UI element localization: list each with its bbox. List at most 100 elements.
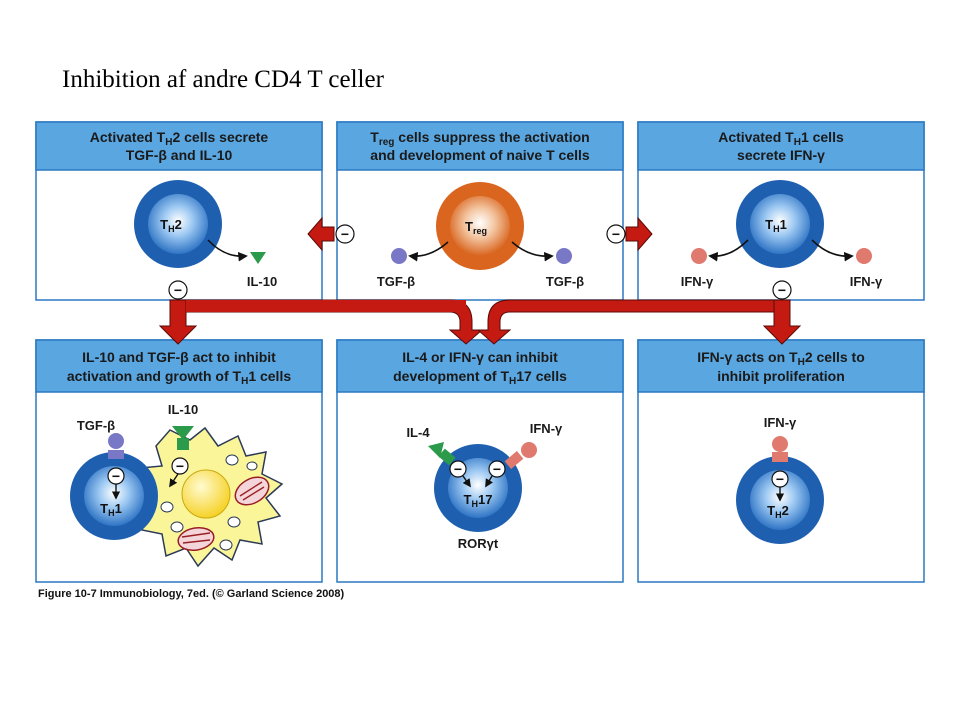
minus-sign: −: [341, 226, 349, 242]
mitochondrion-cristae: [239, 481, 265, 501]
il10-label: IL-10: [247, 274, 277, 289]
tgf-molecule-left: [391, 248, 407, 264]
th1-cell-label: TH1: [100, 501, 122, 518]
red-arrow-bar: [186, 300, 466, 312]
ifn-label-right: IFN-γ: [850, 274, 883, 289]
panel-header: [336, 121, 624, 171]
tgf-label: TGF-β: [77, 418, 115, 433]
panel-header-line1: IL-10 and TGF-β act to inhibit: [82, 349, 276, 365]
panel-header-line2: secrete IFN-γ: [737, 147, 825, 163]
panel-bottom-middle: IL-4 or IFN-γ can inhibit development of…: [336, 339, 624, 583]
minus-sign: −: [176, 458, 184, 474]
panel-header-line1: IFN-γ acts on TH2 cells to: [697, 349, 865, 368]
il10-receptor: [177, 438, 189, 450]
vesicle: [225, 454, 239, 466]
panel-header: [336, 339, 624, 393]
il4-label: IL-4: [406, 425, 430, 440]
tgf-molecule-right: [556, 248, 572, 264]
secretion-arrow-left: [708, 239, 749, 262]
ror-label: RORγt: [458, 536, 499, 551]
inhibition-arrow-to-th1: −: [606, 216, 653, 252]
panel-header-line1: Activated TH2 cells secrete: [90, 129, 269, 148]
minus-sign: −: [454, 461, 462, 477]
vesicle: [246, 461, 258, 471]
inhibition-arrow: [485, 475, 494, 488]
red-arrow: [307, 216, 335, 252]
panel-top-right: Activated TH1 cells secrete IFN-γ TH1 IF…: [637, 121, 925, 301]
minus-circle: [171, 457, 189, 475]
panel-header: [35, 121, 323, 171]
minus-sign: −: [776, 471, 784, 487]
vesicle: [227, 516, 241, 528]
minus-circle: [168, 280, 188, 300]
il10-molecule: [172, 426, 194, 440]
minus-circle: [449, 460, 467, 478]
page-title: Inhibition af andre CD4 T celler: [62, 66, 385, 93]
panel-header: [637, 339, 925, 393]
vesicle: [160, 501, 174, 513]
vesicle: [170, 521, 184, 533]
th2-cell-label: TH2: [767, 503, 789, 520]
panel-top-middle: Treg cells suppress the activation and d…: [336, 121, 624, 301]
inhibition-arrow: [462, 475, 471, 488]
mitochondrion: [234, 476, 270, 506]
ifn-label-left: IFN-γ: [681, 274, 714, 289]
panel-header: [637, 121, 925, 171]
panel-header-line2: TGF-β and IL-10: [126, 147, 233, 163]
red-arrow-to-th2: [762, 299, 802, 345]
inhibition-arrow-from-th1: −: [476, 280, 802, 345]
minus-circle: [606, 224, 626, 244]
th2-cell-label: TH2: [160, 217, 182, 234]
minus-sign: −: [612, 226, 620, 242]
tgf-receptor: [108, 450, 124, 459]
ifn-receptor: [504, 451, 524, 469]
treg-cell-nucleus: [450, 196, 510, 256]
secretion-arrow-left: [408, 241, 449, 262]
tgf-label-right: TGF-β: [546, 274, 584, 289]
minus-circle: [335, 224, 355, 244]
ifn-molecule: [521, 442, 537, 458]
panel-header-line2: and development of naive T cells: [370, 147, 590, 163]
th1-cell-nucleus: [750, 194, 810, 254]
inhibition-arrow-to-th2: −: [307, 216, 355, 252]
panel-header-line1: IL-4 or IFN-γ can inhibit: [402, 349, 558, 365]
panel-header-line1: Activated TH1 cells: [718, 129, 844, 148]
mitochondrion-cristae: [181, 532, 211, 544]
red-arrow: [625, 216, 653, 252]
minus-sign: −: [493, 461, 501, 477]
ifn-label: IFN-γ: [530, 421, 563, 436]
panel-header-line2: activation and growth of TH1 cells: [67, 368, 291, 387]
il4-molecule: [428, 442, 444, 458]
macrophage-nucleus: [181, 469, 231, 519]
minus-sign: −: [174, 282, 182, 298]
il10-molecule: [250, 252, 266, 264]
il10-label: IL-10: [168, 402, 198, 417]
secretion-arrow-right: [811, 239, 854, 262]
minus-circle: [488, 460, 506, 478]
tgf-molecule: [108, 433, 124, 449]
red-arrow-to-th17: [476, 299, 775, 345]
secretion-arrow-right: [511, 241, 554, 262]
minus-sign: −: [112, 468, 120, 484]
ifn-receptor: [772, 452, 788, 462]
panel-header-line2: development of TH17 cells: [393, 368, 567, 387]
ifn-molecule: [772, 436, 788, 452]
minus-circle: [772, 280, 792, 300]
tgf-label-left: TGF-β: [377, 274, 415, 289]
th1-cell-label: TH1: [765, 217, 787, 234]
vesicle: [219, 539, 233, 551]
panel-top-left: Activated TH2 cells secrete TGF-β and IL…: [35, 121, 323, 301]
ifn-molecule-left: [691, 248, 707, 264]
ifn-molecule-right: [856, 248, 872, 264]
th2-cell-nucleus: [148, 194, 208, 254]
il4-receptor: [438, 448, 456, 466]
minus-sign: −: [778, 282, 786, 298]
treg-cell-label: Treg: [465, 219, 487, 236]
panel-header-line1: Treg cells suppress the activation: [370, 129, 589, 148]
panel-bottom-right: IFN-γ acts on TH2 cells to inhibit proli…: [637, 339, 925, 583]
figure-caption: Figure 10-7 Immunobiology, 7ed. (© Garla…: [38, 588, 345, 600]
panel-header-line2: inhibit proliferation: [717, 368, 845, 384]
th17-cell-label: TH17: [464, 492, 493, 509]
panel-bottom-left: IL-10 and TGF-β act to inhibit activatio…: [35, 339, 323, 583]
